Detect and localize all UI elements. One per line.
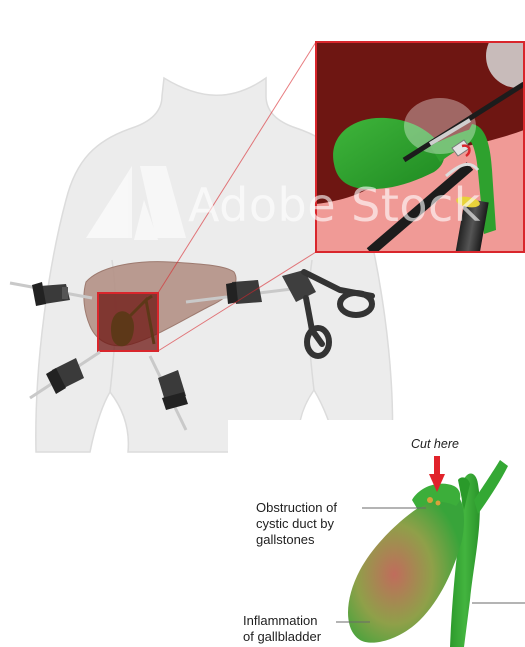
label-obstruction-line1: Obstruction of	[256, 500, 337, 516]
label-inflammation-line1: Inflammation	[243, 613, 321, 629]
label-obstruction-line3: gallstones	[256, 532, 337, 548]
highlight-box	[98, 293, 158, 351]
label-obstruction-line2: cystic duct by	[256, 516, 337, 532]
label-inflammation-line2: of gallbladder	[243, 629, 321, 645]
label-inflammation: Inflammation of gallbladder	[243, 613, 321, 645]
gallstone-icon	[427, 497, 433, 503]
label-obstruction: Obstruction of cystic duct by gallstones	[256, 500, 337, 548]
label-cut-here: Cut here	[411, 436, 459, 452]
watermark-text: Adobe Stock	[188, 178, 481, 232]
